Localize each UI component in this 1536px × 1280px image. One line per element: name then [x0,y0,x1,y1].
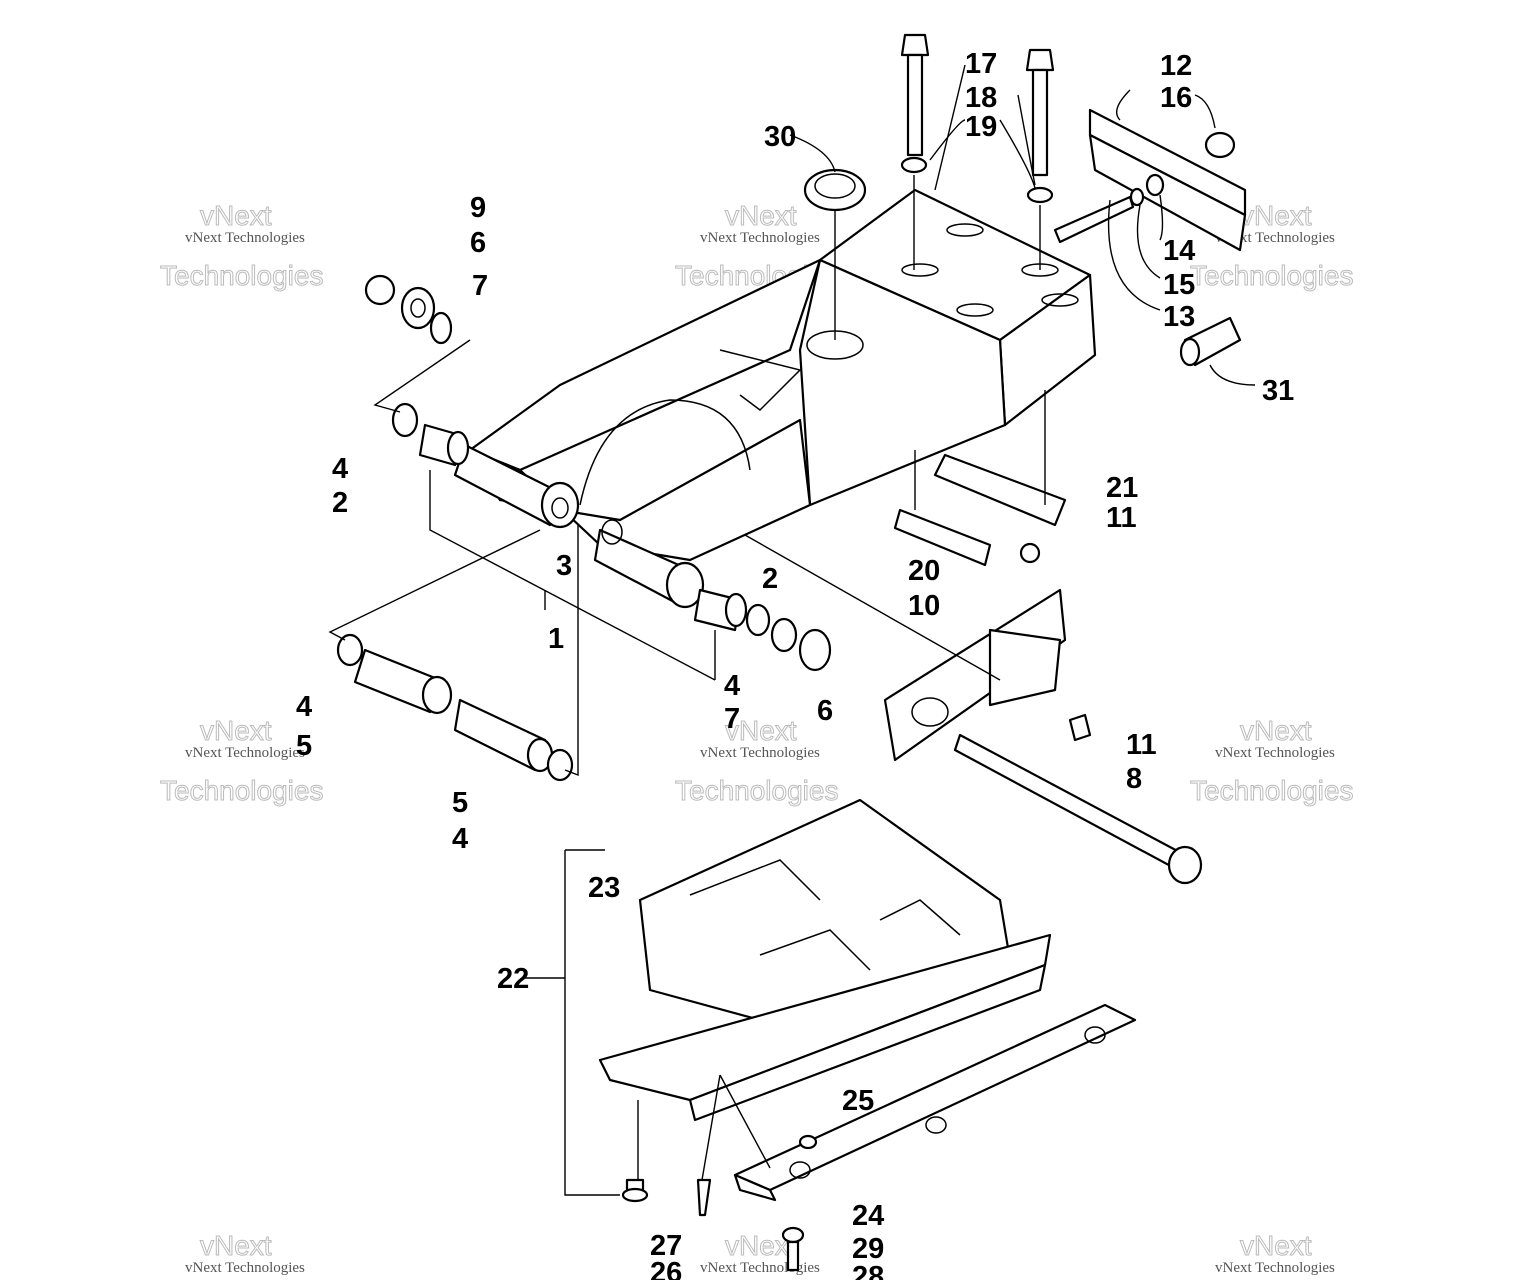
callout-9: 9 [470,192,486,224]
callout-2: 2 [332,487,348,519]
callout-8: 8 [1126,763,1142,795]
svg-text:vNext: vNext [1240,715,1312,746]
callout-2: 2 [762,563,778,595]
svg-text:vNext: vNext [200,200,272,231]
bumper [1179,316,1242,367]
callout-7: 7 [472,270,488,302]
svg-text:vNext: vNext [725,200,797,231]
callout-1: 1 [548,623,564,655]
svg-text:Technologies: Technologies [160,260,323,291]
callout-29: 29 [852,1233,884,1265]
slide-rail [733,1003,1137,1202]
callout-26: 26 [650,1257,682,1280]
callout-7: 7 [724,703,740,735]
callout-10: 10 [908,590,940,622]
callout-12: 12 [1160,50,1192,82]
callout-14: 14 [1163,235,1195,267]
svg-text:vNext: vNext [1240,1230,1312,1261]
svg-text:vNext: vNext [200,715,272,746]
link-arm [744,534,1092,762]
callout-labels: 1 2 2 3 4 4 4 4 5 5 6 6 7 7 8 9 10 11 11… [296,48,1294,1280]
callout-23: 23 [588,872,620,904]
callout-6: 6 [470,227,486,259]
svg-text:vNext Technologies: vNext Technologies [700,1260,820,1276]
callout-25: 25 [842,1085,874,1117]
callout-13: 13 [1163,301,1195,333]
callout-4: 4 [296,691,312,723]
svg-text:Technologies: Technologies [675,775,838,806]
svg-text:Technologies: Technologies [1190,775,1353,806]
callout-31: 31 [1262,375,1294,407]
callout-24: 24 [852,1200,884,1232]
watermark: vNext vNext Technologies Technologies [160,715,324,807]
svg-text:vNext Technologies: vNext Technologies [1215,745,1335,761]
callout-11: 11 [1126,729,1157,761]
watermark: vNext vNext Technologies Technologies [1190,200,1354,292]
axle [953,733,1203,885]
callout-11: 11 [1106,502,1137,534]
svg-text:vNext Technologies: vNext Technologies [185,230,305,246]
svg-text:vNext: vNext [200,1230,272,1261]
callout-21: 21 [1106,472,1138,504]
bolts-top [900,33,1055,270]
plates [893,390,1067,567]
svg-text:vNext Technologies: vNext Technologies [1215,230,1335,246]
svg-text:Technologies: Technologies [1190,260,1353,291]
callout-5: 5 [296,730,312,762]
swing-arm [453,188,1097,609]
bracket [1053,108,1247,252]
watermark: vNext vNext Technologies Technologies [675,715,839,807]
watermark: vNext vNext Technologies Technologies [1190,715,1354,807]
bushings [336,274,832,782]
svg-text:vNext Technologies: vNext Technologies [185,745,305,761]
svg-text:Technologies: Technologies [160,775,323,806]
watermark: vNext vNext Technologies Technologies [160,200,324,292]
callout-5: 5 [452,787,468,819]
svg-text:vNext: vNext [725,715,797,746]
svg-text:vNext Technologies: vNext Technologies [1215,1260,1335,1276]
leader-lines [328,64,1256,1196]
svg-text:vNext Technologies: vNext Technologies [700,745,820,761]
callout-18: 18 [965,82,997,114]
callout-22: 22 [497,963,529,995]
callout-28: 28 [852,1261,884,1280]
svg-text:vNext Technologies: vNext Technologies [700,230,820,246]
callout-6: 6 [817,695,833,727]
callout-4: 4 [452,823,468,855]
callout-17: 17 [965,48,997,80]
callout-15: 15 [1163,269,1195,301]
callout-4: 4 [724,670,740,702]
watermark: vNext vNext Technologies [1215,1230,1335,1277]
callout-19: 19 [965,111,997,143]
slide-assembly [598,798,1052,1122]
watermark: vNext vNext Technologies [185,1230,305,1277]
callout-27: 27 [650,1230,682,1262]
callout-30: 30 [764,121,796,153]
fasteners-bottom [621,1134,818,1272]
svg-text:vNext Technologies: vNext Technologies [185,1260,305,1276]
callout-3: 3 [556,550,572,582]
watermark-group: vNext vNext Technologies Technologies vN… [160,200,1354,1277]
callout-4: 4 [332,453,348,485]
svg-text:vNext: vNext [1240,200,1312,231]
callout-20: 20 [908,555,940,587]
callout-16: 16 [1160,82,1192,114]
